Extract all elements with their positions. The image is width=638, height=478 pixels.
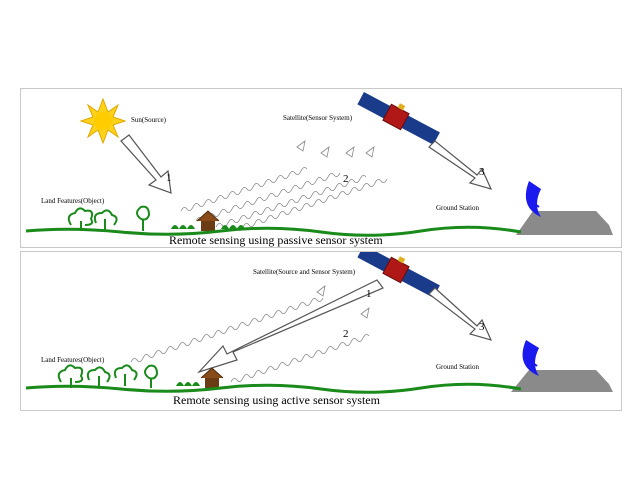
ground-station-label: Ground Station — [436, 204, 479, 212]
returned-energy-waves — [130, 285, 370, 383]
downlink-arrow — [428, 140, 493, 190]
satellite-icon — [357, 92, 440, 145]
reflected-energy-waves — [180, 140, 388, 232]
satellite-label: Satellite(Source and Sensor System) — [253, 268, 356, 276]
house-icon — [200, 367, 224, 388]
arrow-3-number: 3 — [479, 321, 485, 333]
ground-station-building-icon — [516, 211, 613, 235]
trees-icon — [57, 364, 159, 388]
arrow-2-number: 2 — [343, 173, 349, 185]
emitted-energy-arrow — [197, 279, 384, 374]
active-diagram: Satellite(Source and Sensor System) 1 2 … — [25, 252, 613, 407]
passive-sensor-panel: Sun(Source) 1 2 Satellite(Sensor System) — [20, 88, 622, 248]
ground-line — [25, 382, 522, 394]
house-icon — [196, 210, 220, 231]
active-sensor-panel: Satellite(Source and Sensor System) 1 2 … — [20, 251, 622, 411]
active-caption: Remote sensing using active sensor syste… — [173, 393, 381, 407]
satellite-dish-icon — [525, 181, 541, 217]
satellite-icon — [357, 252, 440, 298]
sun-label: Sun(Source) — [131, 116, 167, 124]
ground-station-building-icon — [511, 370, 613, 392]
land-features-label: Land Features(Object) — [41, 356, 105, 364]
passive-caption: Remote sensing using passive sensor syst… — [169, 233, 383, 247]
arrow-3-number: 3 — [479, 166, 485, 178]
land-features-label: Land Features(Object) — [41, 197, 105, 205]
arrow-2-number: 2 — [343, 328, 349, 340]
satellite-dish-icon — [522, 340, 539, 376]
incident-energy-arrow — [120, 134, 172, 194]
sun-icon — [79, 97, 127, 145]
trees-icon — [67, 205, 151, 231]
arrow-1-number: 1 — [166, 172, 172, 184]
satellite-label: Satellite(Sensor System) — [283, 114, 353, 122]
downlink-arrow — [428, 287, 493, 341]
ground-line — [25, 225, 522, 237]
ground-station-label: Ground Station — [436, 363, 479, 371]
arrow-1-number: 1 — [366, 288, 372, 300]
passive-diagram: Sun(Source) 1 2 Satellite(Sensor System) — [25, 92, 613, 247]
